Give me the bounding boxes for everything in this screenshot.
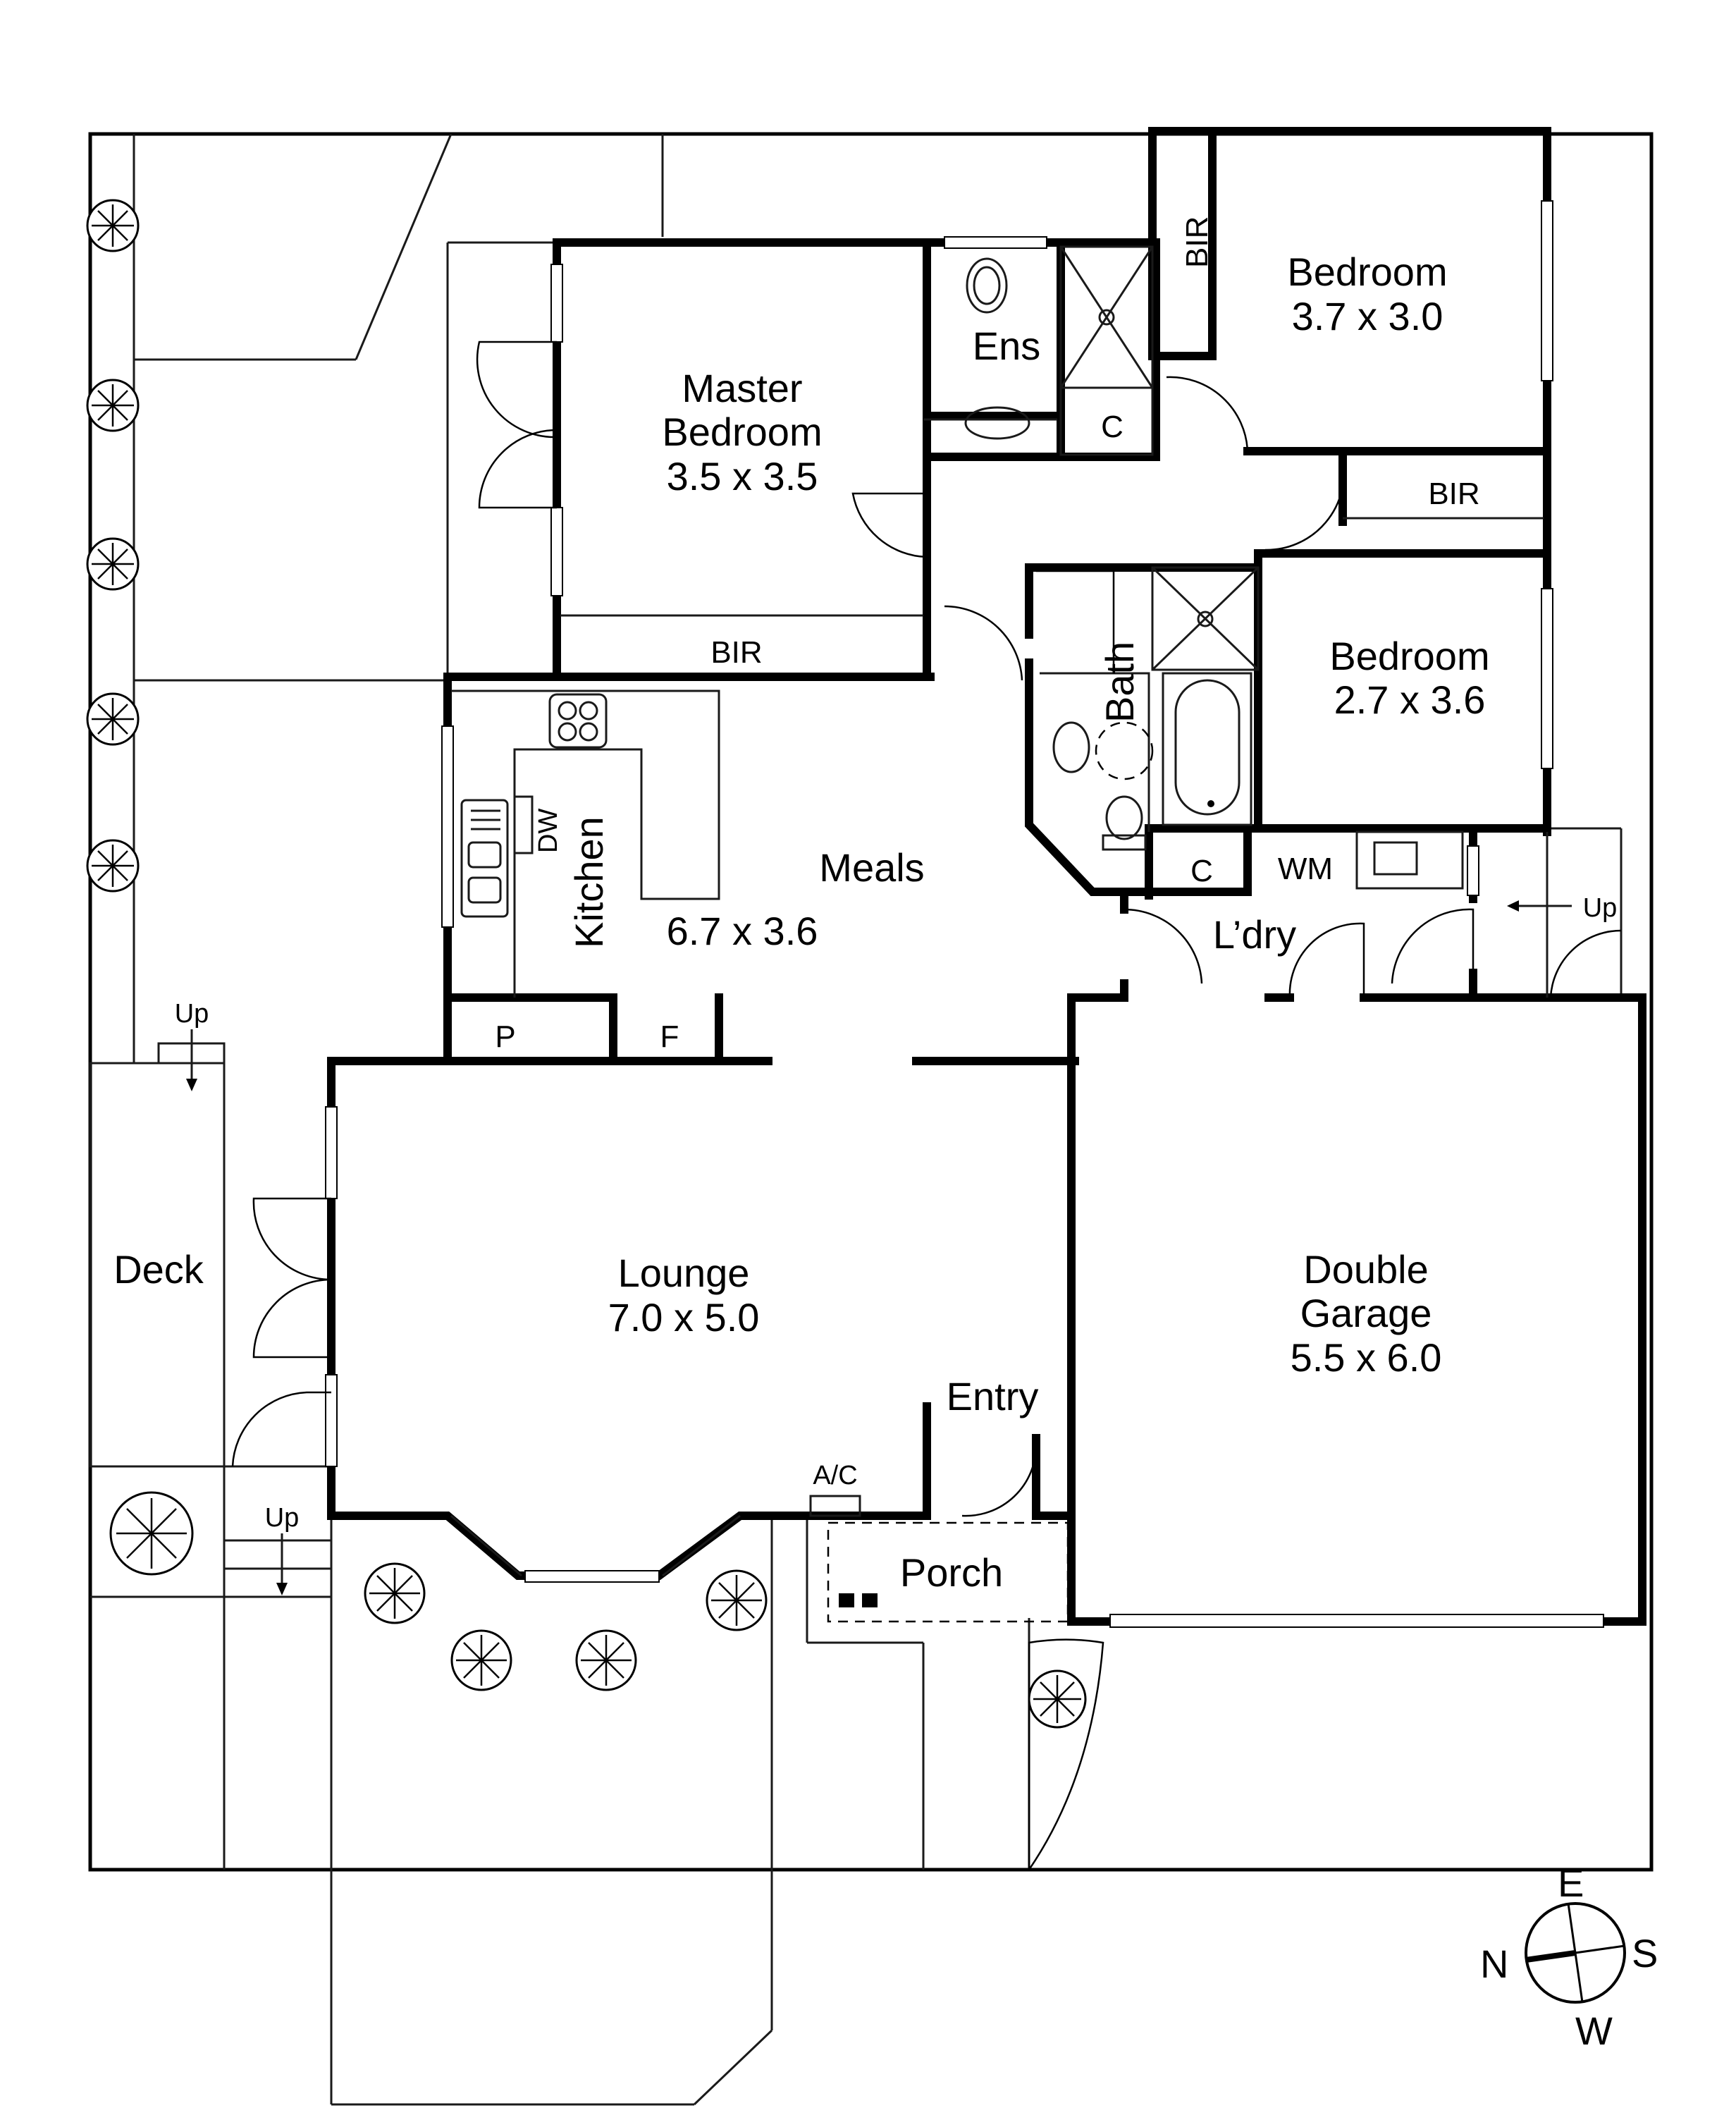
bath-fixtures — [1040, 566, 1260, 851]
doors — [231, 341, 1622, 1870]
entry-label: Entry — [947, 1374, 1039, 1418]
bir-mid-label: BIR — [1428, 477, 1479, 511]
ensuite-cupboard-label: C — [1101, 410, 1124, 444]
garage-label-2: Garage — [1300, 1291, 1432, 1335]
stair-up-label-deck: Up — [175, 999, 209, 1029]
site-lines — [90, 133, 1623, 2106]
bedroom-east-size: 3.7 x 3.0 — [1292, 294, 1443, 338]
bedroom-mid-size: 2.7 x 3.6 — [1334, 678, 1486, 722]
interior-walls — [443, 130, 1551, 1065]
porch-features — [809, 1402, 1069, 1623]
pantry-label: P — [495, 1019, 515, 1054]
stair-arrows — [186, 832, 1572, 1595]
bir-master-label: BIR — [710, 635, 762, 670]
dw-label: DW — [534, 809, 563, 853]
compass-east: E — [1558, 1861, 1584, 1905]
garage-label-1: Double — [1303, 1247, 1428, 1292]
bench-lines — [451, 418, 1544, 998]
bedroom-mid-label: Bedroom — [1329, 634, 1489, 678]
meals-label: Meals — [819, 845, 924, 890]
compass-north: N — [1480, 1942, 1508, 1986]
deck-label: Deck — [113, 1247, 204, 1292]
site-boundary — [88, 132, 1654, 1872]
stair-up-label-front: Up — [265, 1503, 300, 1533]
bath-label: Bath — [1097, 642, 1142, 723]
fridge-label: F — [660, 1019, 679, 1054]
compass-south: S — [1632, 1931, 1658, 1975]
compass: E S N W — [1480, 1861, 1658, 2053]
trees — [86, 199, 1087, 1729]
ensuite-fixtures — [925, 245, 1154, 456]
master-bedroom-label-2: Bedroom — [662, 410, 822, 454]
porch-label: Porch — [900, 1550, 1003, 1595]
master-bedroom-label-1: Master — [682, 366, 802, 410]
room-labels: Master Bedroom 3.5 x 3.5 Ens C Bedroom 3… — [113, 216, 1617, 1595]
kitchen-label: Kitchen — [567, 816, 611, 948]
ac-label: A/C — [813, 1461, 857, 1490]
lounge-label: Lounge — [618, 1251, 750, 1295]
windows — [325, 200, 1604, 1628]
lounge-size: 7.0 x 5.0 — [608, 1295, 760, 1340]
garage-size: 5.5 x 6.0 — [1291, 1335, 1442, 1380]
meals-size: 6.7 x 3.6 — [667, 909, 818, 953]
laundry-label: L’dry — [1213, 912, 1296, 957]
compass-west: W — [1575, 2009, 1613, 2053]
wm-label: WM — [1278, 852, 1333, 886]
master-bedroom-size: 3.5 x 3.5 — [667, 454, 818, 498]
kitchen-fixtures — [460, 693, 608, 918]
ensuite-label: Ens — [973, 324, 1041, 368]
bir-east-label: BIR — [1180, 216, 1214, 268]
stair-up-label-laundry: Up — [1583, 893, 1618, 923]
bath-cupboard-label: C — [1190, 854, 1213, 888]
bedroom-east-label: Bedroom — [1287, 250, 1447, 294]
